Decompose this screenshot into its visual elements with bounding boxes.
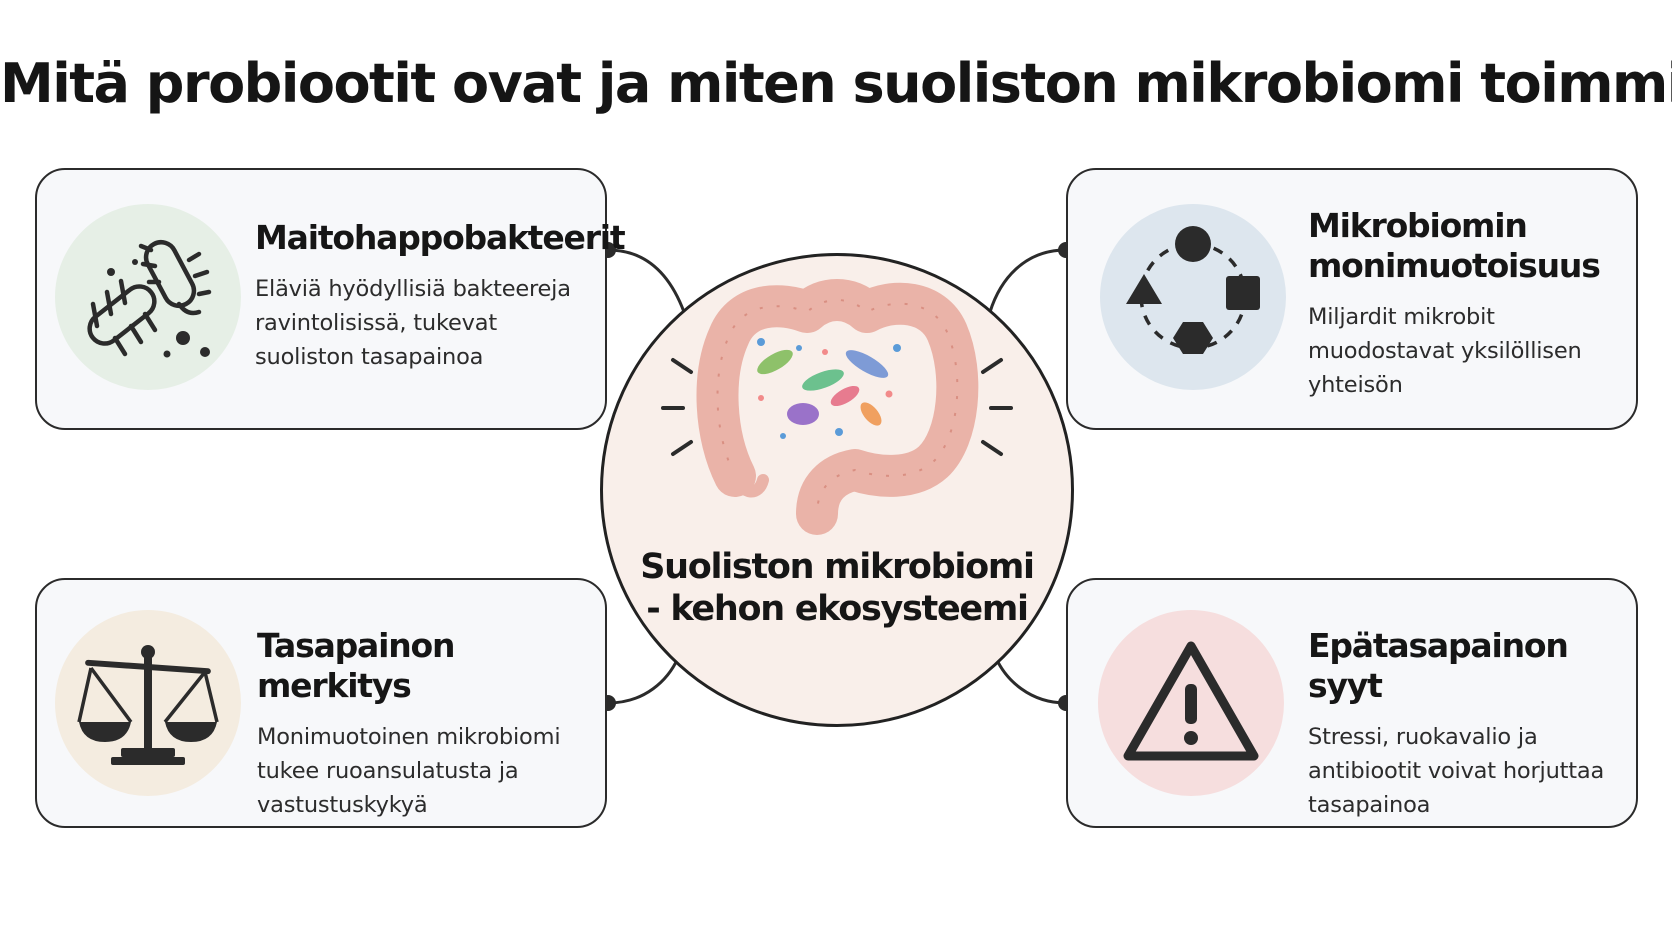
- desc-line: Miljardit mikrobit: [1308, 304, 1495, 330]
- card-microbiome-diversity: Mikrobiomin monimuotoisuus Miljardit mik…: [1066, 168, 1638, 430]
- card-title: Maitohappobakteerit: [255, 218, 626, 257]
- intestine-icon: [661, 279, 1013, 535]
- desc-line: muodostavat yksilöllisen: [1308, 338, 1582, 364]
- warning-icon: [1098, 610, 1284, 796]
- desc-line: ravintolisissä, tukevat: [255, 310, 497, 336]
- desc-line: yhteisön: [1308, 372, 1403, 398]
- desc-line: suoliston tasapainoa: [255, 344, 484, 370]
- hexagon-shape: [1173, 322, 1213, 354]
- card-text: Tasapainon merkitys Monimuotoinen mikrob…: [257, 626, 597, 822]
- balance-scale-icon: [55, 610, 241, 796]
- desc-line: tukee ruoansulatusta ja: [257, 758, 519, 784]
- center-label-line: - kehon ekosysteemi: [646, 589, 1029, 629]
- desc-line: antibiootit voivat horjuttaa: [1308, 758, 1605, 784]
- desc-line: vastustuskykyä: [257, 792, 428, 818]
- center-label-line: Suoliston mikrobiomi: [640, 547, 1035, 587]
- card-description: Eläviä hyödyllisiä bakteereja ravintolis…: [255, 272, 595, 374]
- card-text: Mikrobiomin monimuotoisuus Miljardit mik…: [1308, 206, 1626, 402]
- center-label: Suoliston mikrobiomi - kehon ekosysteemi: [603, 546, 1071, 630]
- card-text: Maitohappobakteerit Eläviä hyödyllisiä b…: [255, 218, 626, 374]
- title-line: Mikrobiomin: [1308, 206, 1528, 245]
- triangle-shape: [1126, 274, 1162, 304]
- card-balance-importance: Tasapainon merkitys Monimuotoinen mikrob…: [35, 578, 607, 828]
- page-title: Mitä probiootit ovat ja miten suoliston …: [0, 52, 1672, 115]
- card-description: Miljardit mikrobit muodostavat yksilölli…: [1308, 300, 1626, 402]
- bacteria-icon: [55, 204, 241, 390]
- square-shape: [1226, 276, 1260, 310]
- card-title: Epätasapainon syyt: [1308, 626, 1569, 705]
- desc-line: Stressi, ruokavalio ja: [1308, 724, 1538, 750]
- desc-line: tasapainoa: [1308, 792, 1431, 818]
- card-description: Stressi, ruokavalio ja antibiootit voiva…: [1308, 720, 1626, 822]
- card-title: Tasapainon merkitys: [257, 626, 455, 705]
- circle-shape: [1175, 226, 1211, 262]
- desc-line: Monimuotoinen mikrobiomi: [257, 724, 561, 750]
- card-lactic-acid-bacteria: Maitohappobakteerit Eläviä hyödyllisiä b…: [35, 168, 626, 430]
- desc-line: Eläviä hyödyllisiä bakteereja: [255, 276, 571, 302]
- shapes-diversity-icon: [1100, 204, 1286, 390]
- card-text: Epätasapainon syyt Stressi, ruokavalio j…: [1308, 626, 1626, 822]
- card-imbalance-causes: Epätasapainon syyt Stressi, ruokavalio j…: [1066, 578, 1638, 828]
- center-gut-microbiome: Suoliston mikrobiomi - kehon ekosysteemi: [600, 253, 1074, 727]
- card-description: Monimuotoinen mikrobiomi tukee ruoansula…: [257, 720, 597, 822]
- card-title: Mikrobiomin monimuotoisuus: [1308, 206, 1626, 286]
- title-line: monimuotoisuus: [1308, 246, 1601, 285]
